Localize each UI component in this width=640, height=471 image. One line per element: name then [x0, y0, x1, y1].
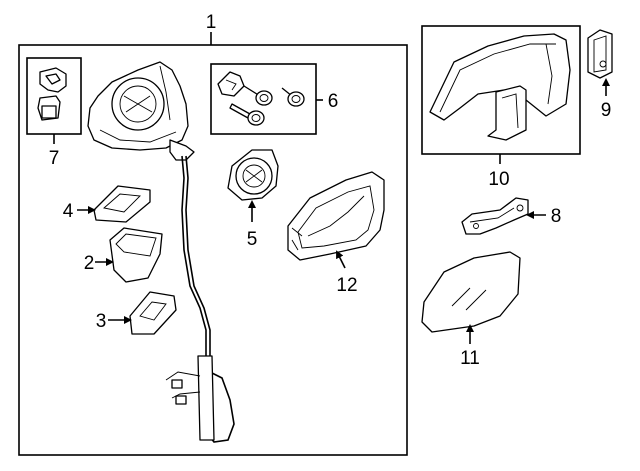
- bracket-part-8: [461, 197, 529, 235]
- callout-1: 1: [206, 12, 217, 33]
- callout-11: 11: [460, 348, 480, 369]
- callout-6: 6: [328, 91, 339, 112]
- callout-labels: 1 2 3 4 5 6 7 8 9 10 11 12: [49, 12, 612, 369]
- callout-8: 8: [551, 206, 562, 227]
- lamp-part-9: [587, 29, 613, 79]
- seal-part-3: [129, 291, 177, 335]
- main-assembly-frame: [18, 32, 408, 456]
- screws-box: [210, 63, 323, 135]
- callout-10: 10: [488, 169, 509, 190]
- callout-5: 5: [247, 229, 258, 250]
- callout-12: 12: [336, 275, 357, 296]
- wire-harness: [165, 155, 235, 443]
- clip-box: [26, 57, 82, 144]
- leader-lines: [77, 78, 610, 344]
- gasket-part-2: [109, 227, 163, 283]
- callout-7: 7: [49, 148, 60, 169]
- callout-9: 9: [601, 100, 612, 121]
- callout-2: 2: [84, 253, 95, 274]
- seal-part-4: [93, 185, 151, 223]
- callout-3: 3: [96, 311, 107, 332]
- mirror-glass-part-12: [287, 171, 385, 261]
- callout-4: 4: [63, 201, 74, 222]
- mirror-base-part: [87, 61, 195, 161]
- glass-part-11: [421, 251, 521, 333]
- motor-part-5: [227, 149, 279, 201]
- cover-box: [421, 25, 581, 164]
